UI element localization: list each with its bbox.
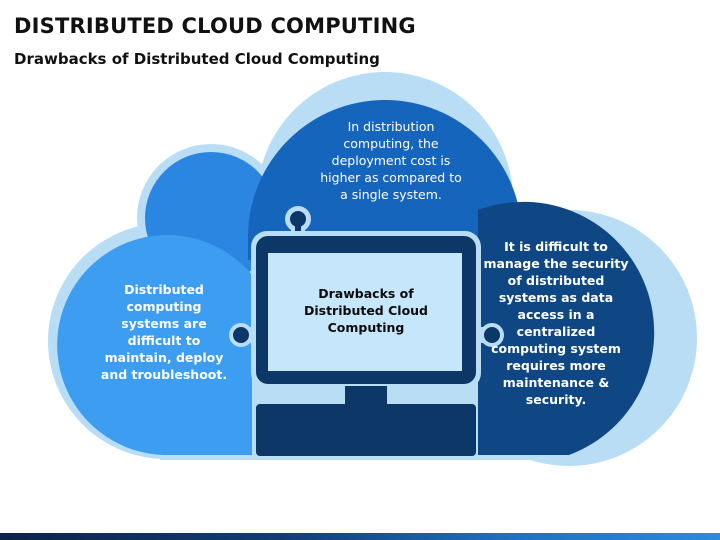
- footer-bar: [0, 533, 720, 540]
- drawback-maintenance: Distributed computing systems are diffic…: [100, 282, 228, 382]
- antenna-knob: [290, 211, 306, 227]
- drawback-security: It is difficult to manage the security o…: [483, 239, 629, 407]
- right-connector-knob: [484, 327, 500, 343]
- monitor-screen: [268, 253, 462, 371]
- left-connector-knob: [233, 327, 249, 343]
- page-subtitle: Drawbacks of Distributed Cloud Computing: [14, 50, 380, 68]
- left-lobe: [57, 235, 252, 455]
- drawback-deployment-cost: In distribution computing, the deploymen…: [320, 119, 462, 202]
- center-label: Drawbacks of Distributed Cloud Computing: [303, 286, 429, 335]
- monitor-neck: [345, 386, 387, 408]
- monitor-base: [256, 404, 476, 456]
- right-lobe: [478, 201, 655, 455]
- page-title: DISTRIBUTED CLOUD COMPUTING: [14, 14, 416, 38]
- top-lobe: [248, 100, 522, 260]
